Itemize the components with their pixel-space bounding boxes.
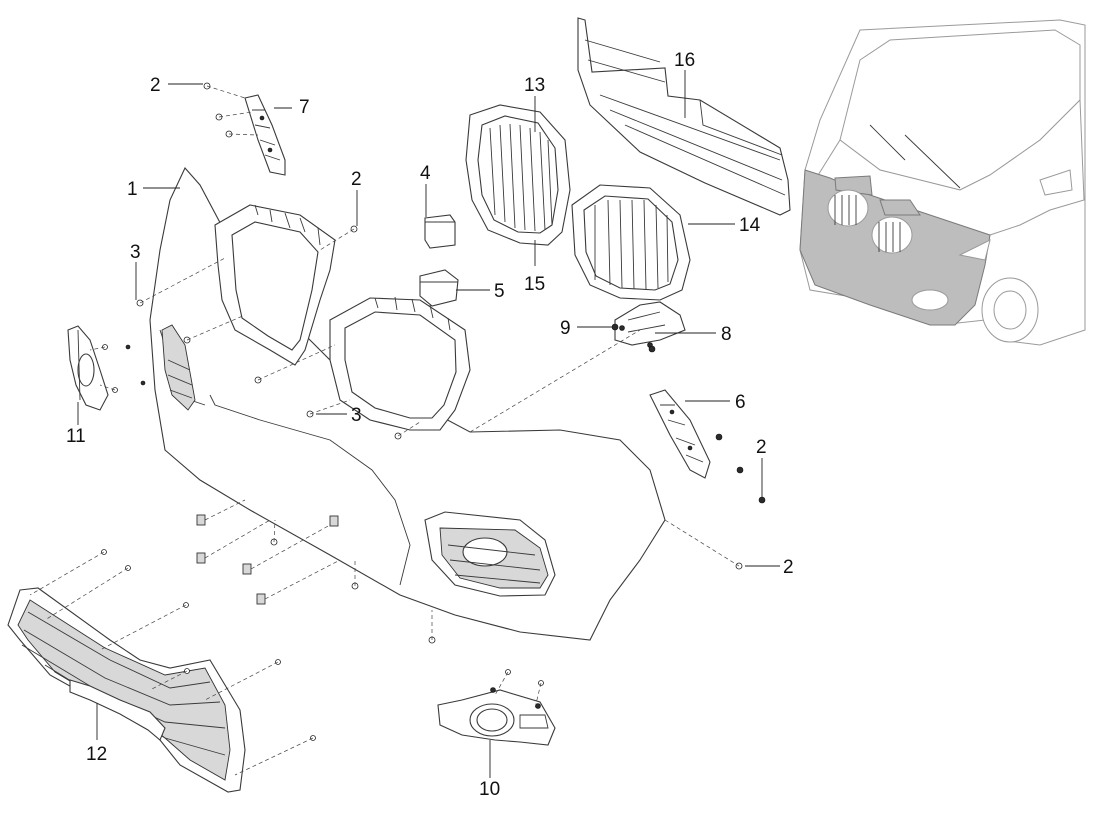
callout-2-lower: 2 bbox=[783, 557, 794, 578]
callout-3-left: 3 bbox=[130, 242, 141, 263]
callout-10: 10 bbox=[479, 779, 500, 800]
callout-4: 4 bbox=[420, 163, 431, 184]
callout-1: 1 bbox=[127, 179, 138, 200]
callout-leaders bbox=[77, 70, 780, 778]
lower-grille bbox=[7, 587, 246, 793]
callout-6: 6 bbox=[735, 392, 746, 413]
callout-16: 16 bbox=[674, 50, 695, 71]
foam-block-upper bbox=[424, 214, 456, 249]
callout-labels: 1 2 2 2 2 3 3 4 5 6 7 8 9 10 11 12 13 14… bbox=[66, 50, 794, 800]
grille-bezel-frame-right bbox=[329, 296, 471, 431]
radiator-shield-plate bbox=[577, 17, 791, 216]
fog-lamp-bezel-right bbox=[437, 689, 556, 746]
kidney-grille-left bbox=[465, 104, 571, 246]
foam-block-lower bbox=[419, 269, 459, 307]
side-bracket-right bbox=[649, 389, 711, 479]
assembly-guide-lines bbox=[29, 85, 740, 776]
bumper-left-vent bbox=[161, 324, 196, 411]
callout-2-side: 2 bbox=[756, 437, 767, 458]
callout-5: 5 bbox=[494, 281, 505, 302]
fog-lamp-bezel-left bbox=[67, 325, 109, 411]
kidney-grille-right bbox=[571, 184, 691, 301]
vehicle-locator-view bbox=[799, 19, 1086, 346]
callout-13: 13 bbox=[524, 75, 545, 96]
callout-2-center: 2 bbox=[351, 169, 362, 190]
callout-2-top: 2 bbox=[150, 75, 161, 96]
callout-15: 15 bbox=[524, 274, 545, 295]
grille-bezel-frame-left bbox=[214, 204, 336, 366]
callout-8: 8 bbox=[721, 324, 732, 345]
small-bracket-right bbox=[614, 301, 686, 348]
callout-14: 14 bbox=[739, 215, 761, 236]
callout-7: 7 bbox=[299, 97, 310, 118]
callout-11: 11 bbox=[66, 426, 86, 447]
callout-12: 12 bbox=[86, 744, 107, 765]
callout-3-center: 3 bbox=[351, 405, 362, 426]
callout-9: 9 bbox=[560, 318, 571, 339]
bracket-upper-left bbox=[244, 94, 286, 176]
